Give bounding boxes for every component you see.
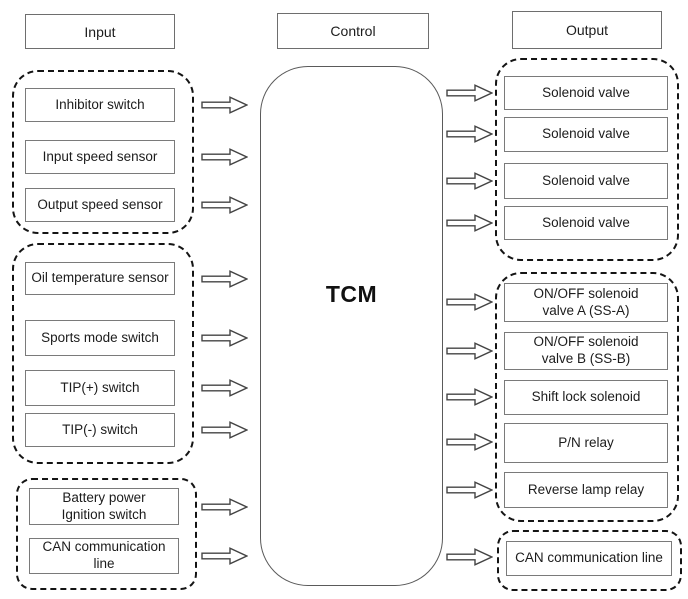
- output-box-label: Solenoid valve: [542, 214, 630, 230]
- flow-arrow-icon: [201, 96, 248, 114]
- input-box-input-speed-sensor: Input speed sensor: [25, 140, 175, 174]
- flow-arrow-icon: [201, 379, 248, 397]
- input-box-label: Battery power Ignition switch: [61, 489, 147, 522]
- control-column-header-label: Control: [330, 23, 376, 39]
- input-box-label: Sports mode switch: [41, 329, 159, 345]
- input-box-can-communication-line: CAN communication line: [29, 538, 179, 574]
- output-box-reverse-lamp-relay: Reverse lamp relay: [504, 472, 668, 508]
- output-group-solenoid-valves: [495, 58, 679, 261]
- flow-arrow-icon: [446, 342, 493, 360]
- output-box-pn-relay: P/N relay: [504, 423, 668, 463]
- output-box-label: Reverse lamp relay: [527, 481, 645, 497]
- output-box-label: CAN communication line: [515, 550, 663, 566]
- input-group-switches: [12, 243, 194, 464]
- input-column-header: Input: [25, 14, 175, 49]
- output-box-label: Solenoid valve: [542, 126, 630, 142]
- flow-arrow-icon: [446, 84, 493, 102]
- input-box-sports-mode-switch: Sports mode switch: [25, 320, 175, 356]
- output-box-shift-lock-solenoid: Shift lock solenoid: [504, 380, 668, 415]
- output-box-onoff-solenoid-valve-a: ON/OFF solenoid valve A (SS-A): [504, 283, 668, 322]
- input-box-inhibitor-switch: Inhibitor switch: [25, 88, 175, 122]
- output-group-relays-solenoids: [495, 272, 679, 522]
- flow-arrow-icon: [201, 196, 248, 214]
- output-box-label: Solenoid valve: [542, 84, 630, 100]
- flow-arrow-icon: [446, 293, 493, 311]
- input-box-label: Output speed sensor: [37, 196, 163, 212]
- flow-arrow-icon: [446, 125, 493, 143]
- output-box-solenoid-valve-1: Solenoid valve: [504, 76, 668, 110]
- input-box-label: Input speed sensor: [42, 148, 158, 164]
- output-box-label: ON/OFF solenoid valve A (SS-A): [533, 285, 639, 318]
- input-box-label: TIP(+) switch: [60, 379, 140, 395]
- flow-arrow-icon: [201, 270, 248, 288]
- output-box-label: Shift lock solenoid: [531, 389, 641, 405]
- input-box-tip-plus-switch: TIP(+) switch: [25, 370, 175, 406]
- input-box-label: Inhibitor switch: [55, 96, 145, 112]
- output-box-label: ON/OFF solenoid valve B (SS-B): [533, 334, 639, 366]
- flow-arrow-icon: [201, 498, 248, 516]
- output-box-onoff-solenoid-valve-b: ON/OFF solenoid valve B (SS-B): [504, 332, 668, 370]
- flow-arrow-icon: [446, 481, 493, 499]
- input-box-oil-temperature-sensor: Oil temperature sensor: [25, 262, 175, 295]
- output-box-label: Solenoid valve: [542, 172, 630, 188]
- control-column-header: Control: [277, 13, 429, 49]
- input-box-tip-minus-switch: TIP(-) switch: [25, 413, 175, 447]
- flow-arrow-icon: [201, 148, 248, 166]
- flow-arrow-icon: [446, 433, 493, 451]
- flow-arrow-icon: [446, 172, 493, 190]
- output-column-header-label: Output: [565, 22, 609, 38]
- output-group-can: [497, 530, 682, 591]
- flow-arrow-icon: [201, 547, 248, 565]
- input-box-output-speed-sensor: Output speed sensor: [25, 188, 175, 222]
- input-box-label: TIP(-) switch: [62, 421, 138, 437]
- output-box-solenoid-valve-2: Solenoid valve: [504, 117, 668, 152]
- output-box-can-communication-line: CAN communication line: [506, 541, 672, 576]
- input-group-power-can: [16, 478, 197, 590]
- flow-arrow-icon: [446, 548, 493, 566]
- flow-arrow-icon: [446, 388, 493, 406]
- tcm-block-label: TCM: [325, 281, 378, 307]
- output-box-solenoid-valve-3: Solenoid valve: [504, 163, 668, 199]
- input-box-battery-power-ignition-switch: Battery power Ignition switch: [29, 488, 179, 525]
- output-box-label: P/N relay: [558, 434, 614, 450]
- output-box-solenoid-valve-4: Solenoid valve: [504, 206, 668, 240]
- flow-arrow-icon: [446, 214, 493, 232]
- flow-arrow-icon: [201, 329, 248, 347]
- input-column-header-label: Input: [84, 23, 116, 40]
- tcm-block: [260, 66, 443, 586]
- flow-arrow-icon: [201, 421, 248, 439]
- input-box-label: CAN communication line: [42, 539, 166, 571]
- input-group-speed-sensors: [12, 70, 194, 234]
- input-box-label: Oil temperature sensor: [31, 270, 169, 286]
- output-column-header: Output: [512, 11, 662, 49]
